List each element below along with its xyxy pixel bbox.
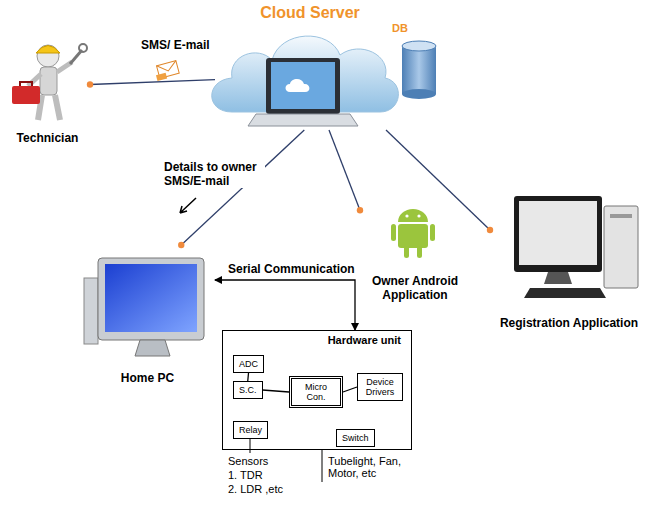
adc-box: ADC bbox=[233, 355, 264, 373]
load-leader bbox=[322, 450, 323, 482]
connector bbox=[215, 280, 355, 330]
laptop-screen bbox=[266, 58, 340, 114]
node-text: Owner Android Application bbox=[360, 274, 470, 302]
edge-label: Serial Communication bbox=[227, 262, 356, 276]
envelope-icon bbox=[154, 61, 180, 81]
node-text: S.C. bbox=[239, 385, 257, 395]
cloud-server: Cloud Server bbox=[215, 4, 405, 130]
connector bbox=[247, 373, 249, 381]
connector-dot bbox=[178, 242, 184, 248]
load-label: Tubelight, Fan, Motor, etc bbox=[328, 455, 423, 479]
sensor-leader bbox=[250, 438, 251, 453]
node-text: Home PC bbox=[121, 371, 174, 385]
node-text: Device Drivers bbox=[366, 377, 395, 397]
relay-box: Relay bbox=[233, 421, 268, 439]
screen-cloud bbox=[286, 79, 310, 92]
signal-conditioning-box: S.C. bbox=[233, 381, 263, 399]
node-text: Switch bbox=[342, 433, 369, 443]
home-pc-node: Home PC bbox=[80, 245, 215, 385]
microcontroller-box: Micro Con. bbox=[289, 376, 343, 408]
android-app-node: Owner Android Application bbox=[360, 200, 470, 302]
connector bbox=[386, 130, 490, 230]
switch-box: Switch bbox=[336, 429, 375, 447]
connector-dot bbox=[87, 81, 93, 87]
android-logo bbox=[391, 209, 435, 258]
registration-pc-icon bbox=[514, 196, 638, 298]
connector-dot bbox=[487, 227, 493, 233]
node-text: Relay bbox=[239, 425, 262, 435]
node-text: ADC bbox=[239, 359, 258, 369]
sensor-item: 1. TDR bbox=[228, 469, 263, 481]
laptop-display bbox=[271, 62, 335, 109]
db-label: DB bbox=[392, 22, 408, 34]
cloud-shape bbox=[212, 36, 399, 112]
edge-label: Details to owner SMS/E-mail bbox=[163, 160, 265, 188]
registration-node: Registration Application bbox=[490, 185, 648, 330]
connector bbox=[329, 130, 360, 210]
connector-dot bbox=[357, 207, 363, 213]
home-pc-icon bbox=[84, 258, 204, 356]
node-text: Technician bbox=[17, 131, 79, 145]
connector bbox=[263, 390, 289, 392]
sensor-item: 2. LDR ,etc bbox=[228, 483, 283, 495]
connector bbox=[343, 387, 357, 392]
direction-arrow bbox=[180, 198, 196, 213]
node-text: Micro Con. bbox=[305, 382, 327, 402]
node-text: Hardware unit bbox=[223, 331, 411, 346]
hardware-unit-box: Hardware unitADC S.C. Micro Con. Device Dri… bbox=[222, 330, 412, 450]
device-drivers-box: Device Drivers bbox=[357, 373, 403, 401]
technician-figure bbox=[12, 44, 87, 120]
edge-label: SMS/ E-mail bbox=[140, 38, 211, 52]
connector bbox=[90, 80, 215, 85]
laptop-base bbox=[248, 114, 358, 126]
technician-node: Technician bbox=[5, 35, 90, 145]
node-text: Registration Application bbox=[500, 316, 638, 330]
database-cylinder bbox=[402, 41, 436, 99]
node-text: Cloud Server bbox=[260, 4, 360, 22]
sensors-label: Sensors bbox=[228, 455, 268, 467]
